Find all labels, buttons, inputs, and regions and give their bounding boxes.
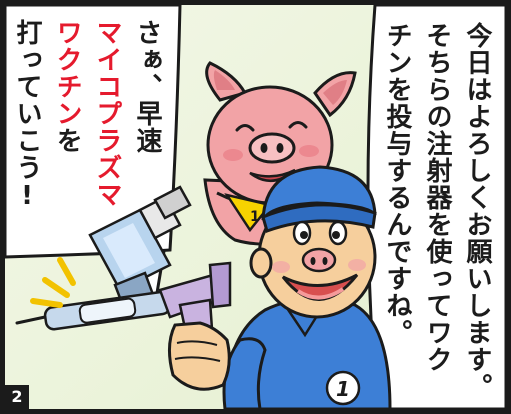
- left-bubble-line-2: マイコプラズマ: [92, 19, 122, 208]
- worker-character: [222, 165, 392, 409]
- left-speech-bubble: [5, 5, 182, 259]
- right-bubble-line-3: チンを投与するんですね。: [382, 22, 412, 346]
- panel-artwork: 1: [5, 5, 506, 409]
- right-bubble-line-1: 今日はよろしくお願いします。: [462, 22, 492, 400]
- worker-badge-number: 1: [336, 377, 350, 401]
- right-bubble-line-2: そちらの注射器を使ってワク: [422, 22, 452, 373]
- left-bubble-line-3-red: ワクチン: [52, 19, 82, 127]
- left-bubble-line-4: 打っていこう!: [12, 19, 42, 212]
- left-bubble-line-3-rest: を: [52, 127, 82, 154]
- vaccine-injector-gun: [15, 185, 232, 391]
- left-bubble-line-1: さぁ、早速: [132, 19, 162, 154]
- emphasis-lines: [30, 257, 76, 308]
- panel-number: 2: [5, 385, 29, 409]
- pig-badge-number: 1: [250, 209, 260, 225]
- left-bubble-text: さぁ、早速 マイコプラズマ ワクチンを 打っていこう!: [12, 19, 167, 249]
- right-bubble-text: 今日はよろしくお願いします。 そちらの注射器を使ってワク チンを投与するんですね…: [373, 22, 497, 402]
